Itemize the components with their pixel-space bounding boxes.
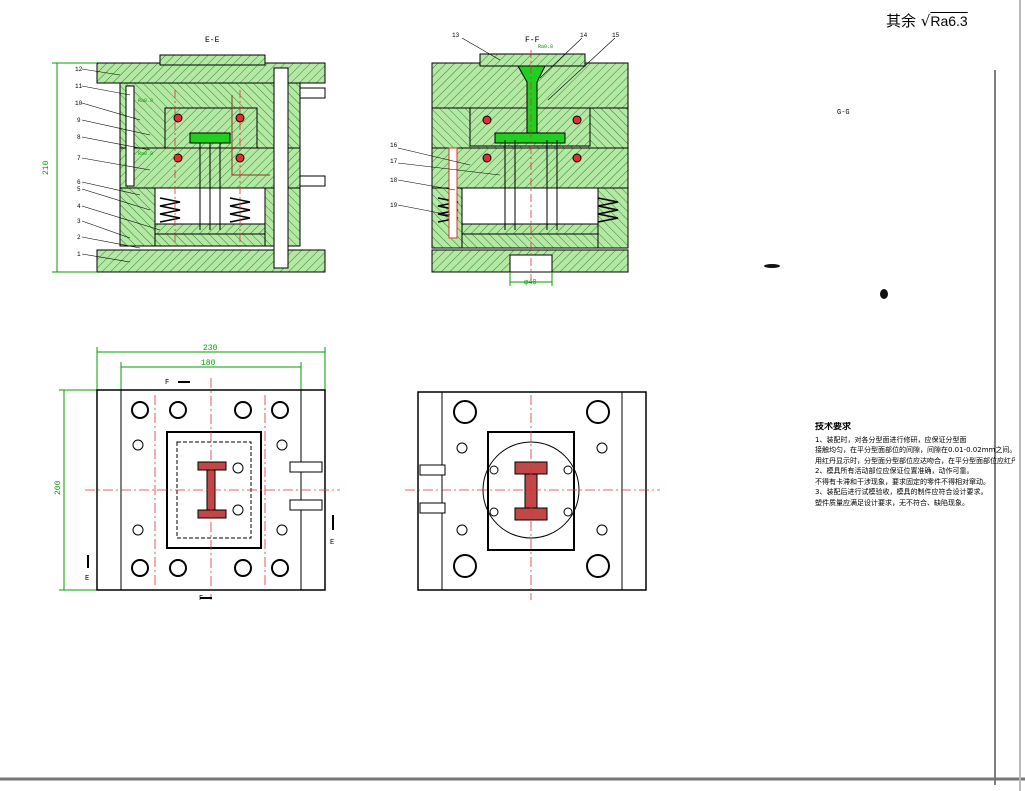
part-number: 10 <box>75 100 83 107</box>
section-view-e: E-E <box>42 36 326 273</box>
part-number: 1 <box>77 251 81 258</box>
cut-mark-e-left: E <box>85 575 89 583</box>
tech-req-line: 接触均匀，在平分型面部位的间隙，间隙在0.01-0.02mm之间。 <box>815 446 1015 454</box>
ra-label-2: Ra0.8 <box>138 151 153 157</box>
section-title-g: G-G <box>837 109 850 117</box>
roughness-value: Ra6.3 <box>930 13 968 29</box>
tech-req-line: 2、模具所有活动部位应保证位置准确，动作可靠。 <box>815 467 974 475</box>
part-number: 4 <box>77 203 81 210</box>
part-number: 15 <box>612 32 620 39</box>
part-number: 18 <box>390 177 398 184</box>
surface-roughness-note: 其余 √Ra6.3 <box>886 10 968 31</box>
ra-label-1: Ra0.8 <box>138 98 153 104</box>
part-number: 7 <box>77 155 81 162</box>
section-view-f: F-F <box>431 36 629 287</box>
roughness-check-icon: √ <box>920 12 931 30</box>
part-number-leaders-left <box>81 68 161 263</box>
tech-req-title: 技术要求 <box>815 422 852 432</box>
ra-label-3: Ra0.8 <box>538 44 553 50</box>
cut-mark-f-bottom: F <box>199 595 203 603</box>
part-number: 11 <box>75 83 83 90</box>
cut-mark-e-right: E <box>330 539 334 547</box>
part-number: 12 <box>75 66 83 73</box>
dim-dia-40: φ40 <box>524 279 537 287</box>
part-numbers-left: 12 11 10 9 8 7 6 5 4 3 2 1 <box>75 66 83 258</box>
part-number: 13 <box>452 32 460 39</box>
part-number: 5 <box>77 186 81 193</box>
dim-width-230: 230 <box>203 344 218 353</box>
tech-req-line: 3、装配后进行试模验收，模具的制件应符合设计要求。 <box>815 488 988 496</box>
part-number: 16 <box>390 142 398 149</box>
part-number: 6 <box>77 179 81 186</box>
dim-height-210: 210 <box>42 160 51 175</box>
part-numbers-right: 13 14 15 16 17 18 19 <box>390 32 620 209</box>
part-number: 19 <box>390 202 398 209</box>
technical-requirements: 技术要求 1、装配时，对各分型面进行修研，应保证分型面 接触均匀，在平分型面部位… <box>815 422 1015 508</box>
tech-req-line: 用红丹显示时，分型面分型部位应达吻合，在平分型面部位应红丹即可。 <box>815 456 1015 465</box>
part-number: 14 <box>580 32 588 39</box>
scan-artifacts <box>764 264 888 299</box>
part-number: 9 <box>77 117 81 124</box>
roughness-label: 其余 <box>886 12 917 30</box>
tech-req-line: 塑件质量应满足设计要求，无不符合、缺陷现象。 <box>815 498 969 507</box>
part-number: 2 <box>77 234 81 241</box>
plan-view-fixed <box>405 391 660 600</box>
tech-req-line: 不得有卡滞和干涉现象，要求固定的零件不得相对窜动。 <box>815 477 990 486</box>
part-number: 3 <box>77 218 81 225</box>
dim-height-200: 200 <box>54 480 63 495</box>
section-title-f: F-F <box>525 36 540 45</box>
part-number-leaders-right <box>397 37 616 216</box>
cut-mark-f-top: F <box>165 379 169 387</box>
part-number: 17 <box>390 158 398 165</box>
plan-view-moving: 230 180 200 <box>54 344 340 603</box>
dim-width-180: 180 <box>201 359 216 368</box>
part-number: 8 <box>77 134 81 141</box>
section-title-e: E-E <box>205 36 220 45</box>
tech-req-line: 1、装配时，对各分型面进行修研，应保证分型面 <box>815 435 967 444</box>
